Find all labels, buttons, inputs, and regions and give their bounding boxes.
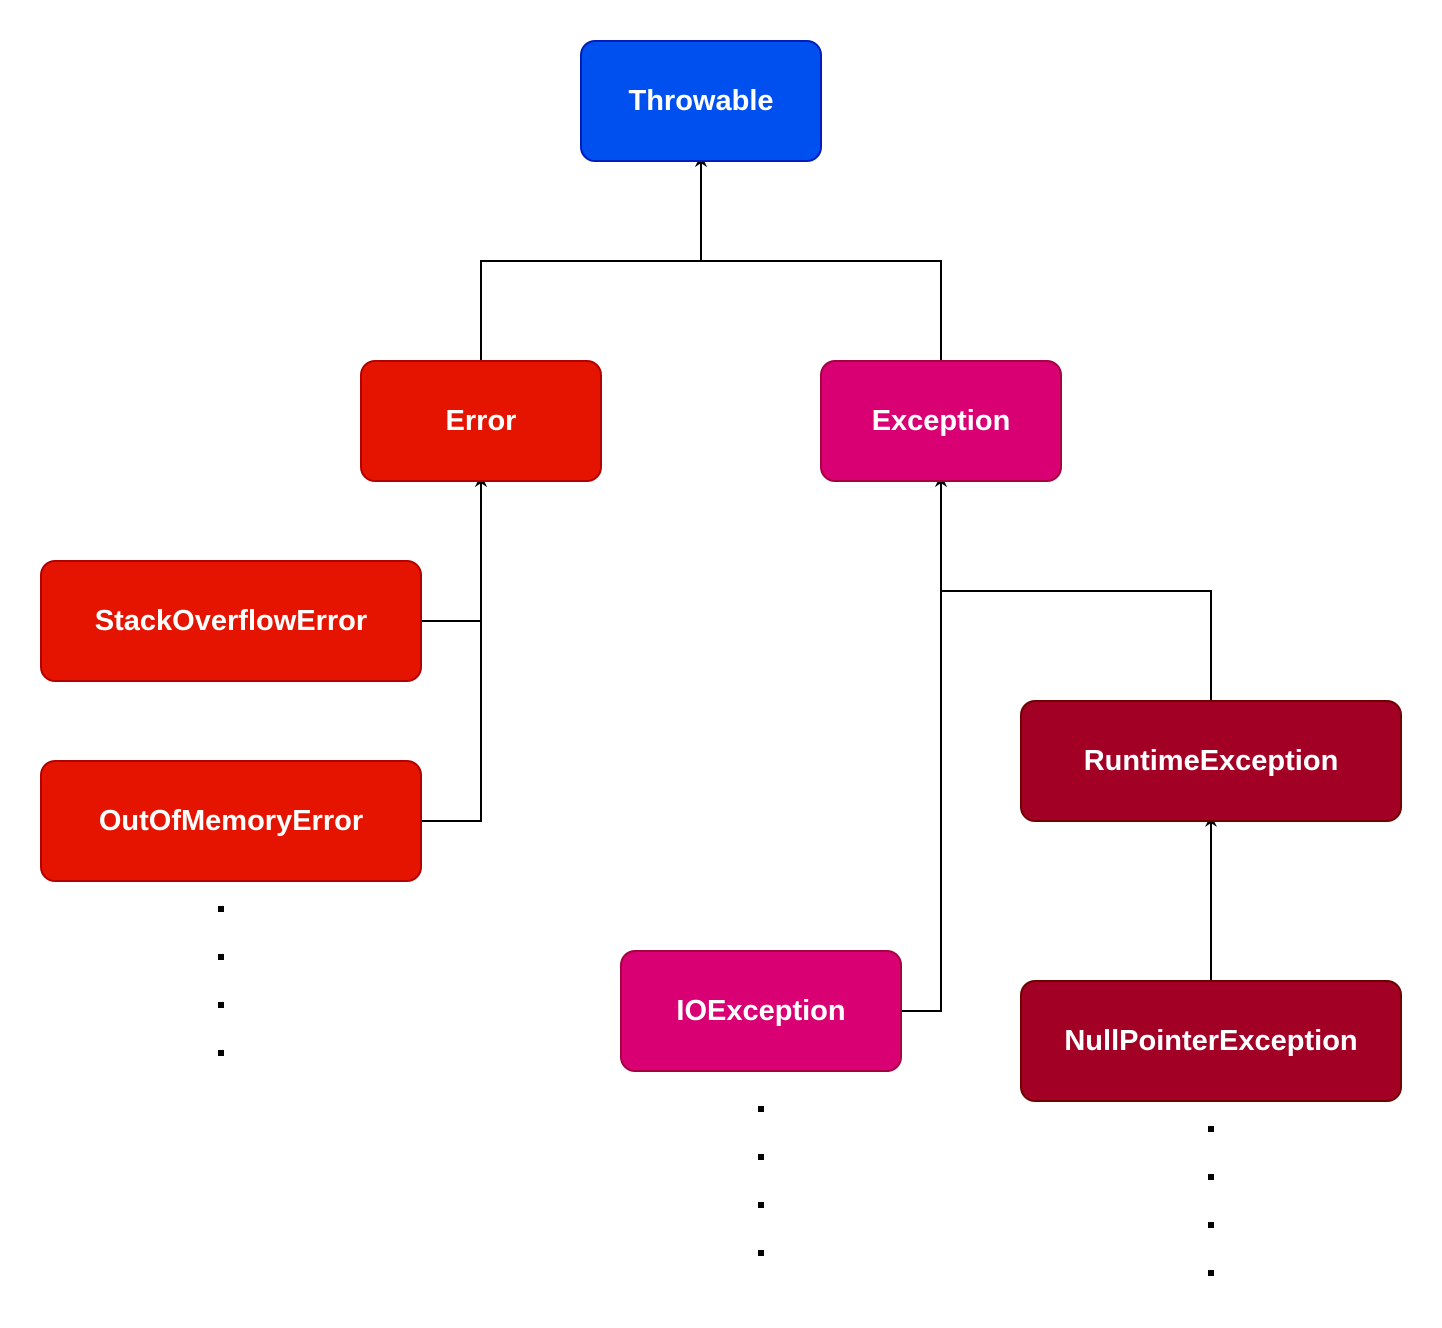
ellipsis-dot bbox=[218, 1002, 224, 1008]
ellipsis-dot bbox=[1208, 1126, 1214, 1132]
node-label-ioexception: IOException bbox=[676, 995, 845, 1027]
edge-runtimeexception-to-exception bbox=[935, 475, 1212, 701]
node-label-nullpointerexception: NullPointerException bbox=[1064, 1025, 1357, 1057]
node-label-error: Error bbox=[446, 405, 517, 437]
node-box-nullpointerexception bbox=[1020, 980, 1402, 1102]
ellipsis-dot bbox=[218, 906, 224, 912]
node-box-throwable bbox=[580, 40, 822, 162]
node-label-outofmemoryerror: OutOfMemoryError bbox=[99, 805, 363, 837]
node-box-stackoverflowerror bbox=[40, 560, 422, 682]
node-outofmemoryerror[interactable]: OutOfMemoryError bbox=[40, 760, 422, 882]
node-stackoverflowerror[interactable]: StackOverflowError bbox=[40, 560, 422, 682]
node-nullpointerexception[interactable]: NullPointerException bbox=[1020, 980, 1402, 1102]
edges-layer bbox=[421, 155, 1217, 1012]
node-label-stackoverflowerror: StackOverflowError bbox=[95, 605, 367, 637]
node-label-exception: Exception bbox=[872, 405, 1011, 437]
ellipsis-dot bbox=[218, 954, 224, 960]
node-label-runtimeexception: RuntimeException bbox=[1084, 745, 1339, 777]
ellipsis-dot bbox=[758, 1250, 764, 1256]
ellipsis-after-outofmemoryerror bbox=[218, 906, 224, 1056]
node-error[interactable]: Error bbox=[360, 360, 602, 482]
ellipsis-after-ioexception bbox=[758, 1106, 764, 1256]
ellipses-layer bbox=[218, 906, 1214, 1276]
node-exception[interactable]: Exception bbox=[820, 360, 1062, 482]
ellipsis-dot bbox=[1208, 1270, 1214, 1276]
node-box-outofmemoryerror bbox=[40, 760, 422, 882]
edge-ioexception-to-exception bbox=[901, 475, 947, 1012]
node-throwable[interactable]: Throwable bbox=[580, 40, 822, 162]
ellipsis-dot bbox=[218, 1050, 224, 1056]
node-ioexception[interactable]: IOException bbox=[620, 950, 902, 1072]
ellipsis-dot bbox=[758, 1154, 764, 1160]
node-runtimeexception[interactable]: RuntimeException bbox=[1020, 700, 1402, 822]
node-box-exception bbox=[820, 360, 1062, 482]
edge-exception-to-throwable bbox=[695, 155, 942, 361]
ellipsis-dot bbox=[1208, 1174, 1214, 1180]
ellipsis-after-nullpointerexception bbox=[1208, 1126, 1214, 1276]
node-box-runtimeexception bbox=[1020, 700, 1402, 822]
edge-error-to-throwable bbox=[480, 155, 707, 361]
node-box-error bbox=[360, 360, 602, 482]
edge-outofmemoryerror-to-error bbox=[421, 475, 487, 822]
node-label-throwable: Throwable bbox=[628, 85, 773, 117]
ellipsis-dot bbox=[1208, 1222, 1214, 1228]
ellipsis-dot bbox=[758, 1106, 764, 1112]
edge-stackoverflowerror-to-error bbox=[421, 475, 487, 622]
node-box-ioexception bbox=[620, 950, 902, 1072]
ellipsis-dot bbox=[758, 1202, 764, 1208]
